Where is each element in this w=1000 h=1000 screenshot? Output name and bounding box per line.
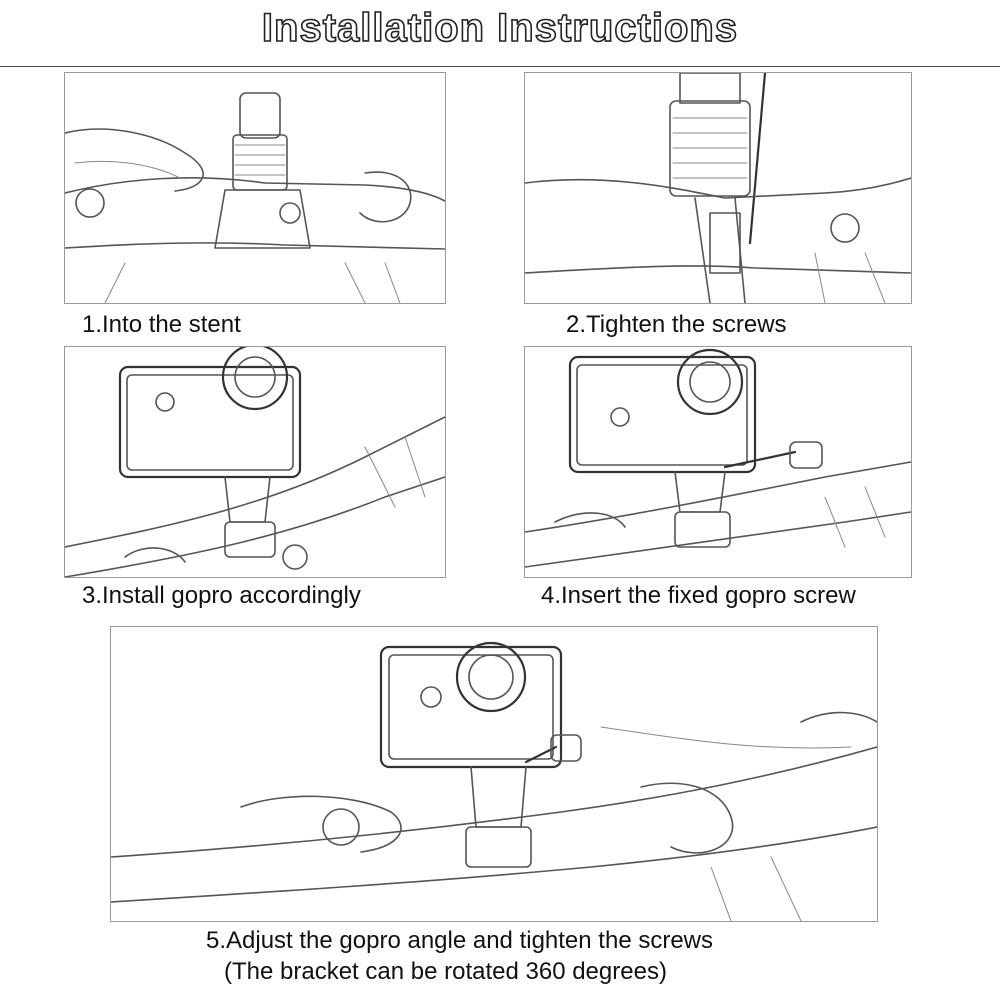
step-2-caption: 2.Tighten the screws <box>566 311 787 338</box>
step-4-caption: 4.Insert the fixed gopro screw <box>541 582 856 609</box>
step-1-image <box>64 72 446 304</box>
step-3-caption: 3.Install gopro accordingly <box>82 582 361 609</box>
step-3-image <box>64 346 446 578</box>
step-1-caption: 1.Into the stent <box>82 311 241 338</box>
step-4-image <box>524 346 912 578</box>
step-2-image <box>524 72 912 304</box>
title-divider <box>0 66 1000 67</box>
step-5-note: (The bracket can be rotated 360 degrees) <box>224 958 667 985</box>
step-5-image <box>110 626 878 922</box>
step-5-caption: 5.Adjust the gopro angle and tighten the… <box>206 927 713 954</box>
page-title: Installation Instructions <box>261 5 739 51</box>
